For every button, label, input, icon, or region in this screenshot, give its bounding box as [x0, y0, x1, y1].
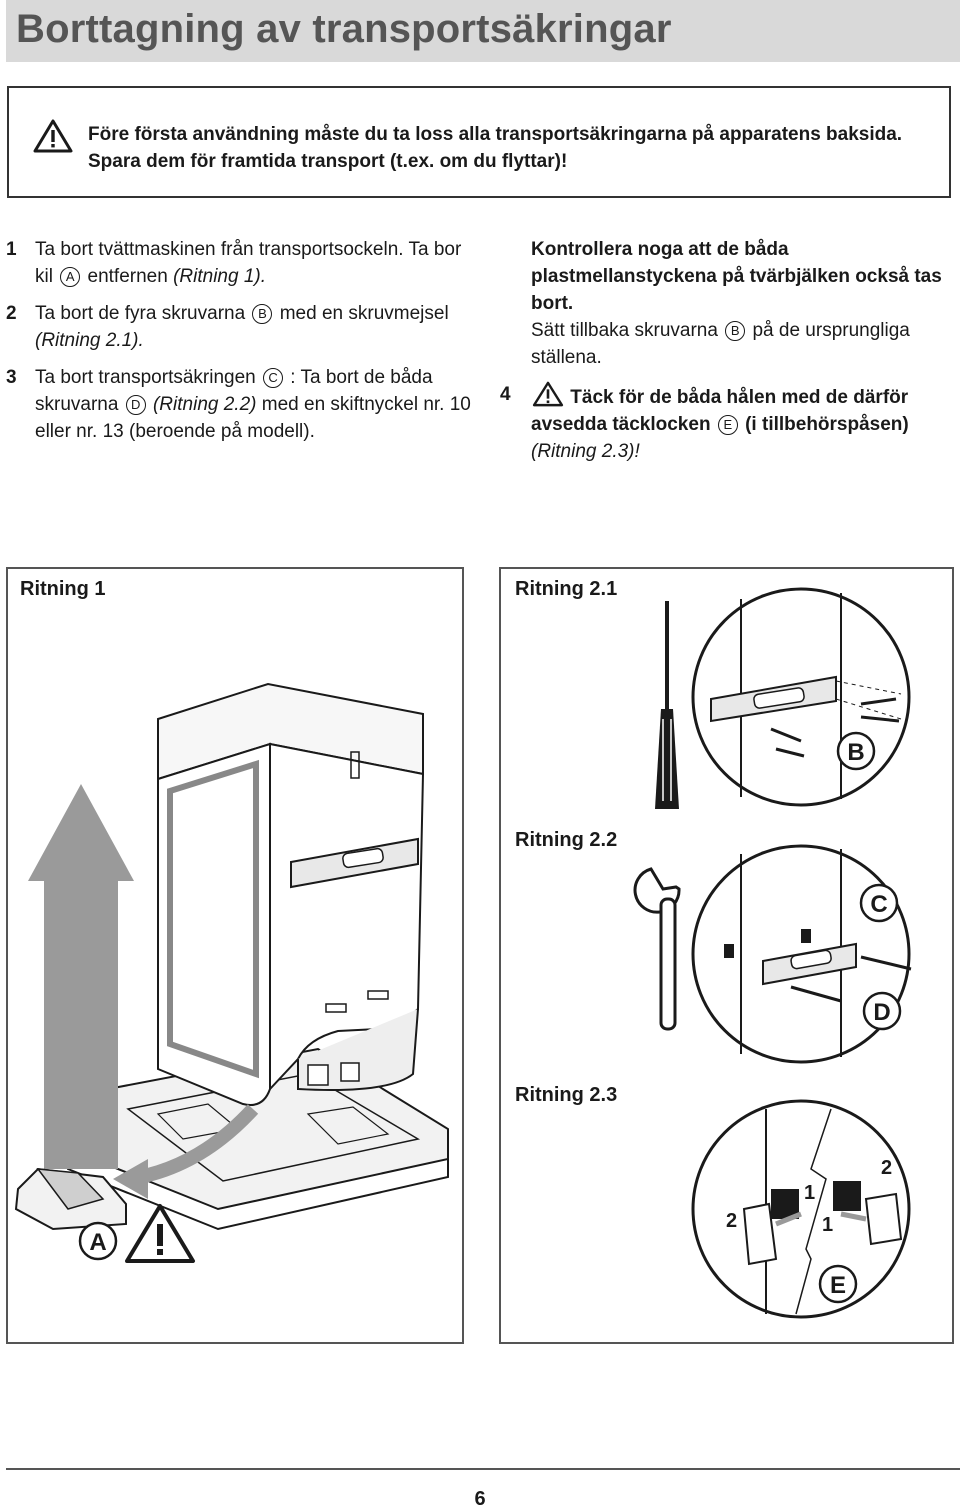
figure-ref: (Ritning 2.3)!: [531, 441, 640, 462]
warning-triangle-icon: [33, 119, 73, 153]
steps-list: 1 Ta bort tvättmaskinen från transportso…: [6, 236, 476, 455]
step-text: med en skruvmejsel: [279, 303, 449, 324]
step-number: 2: [6, 303, 17, 324]
warning-text: Före första användning måste du ta loss …: [88, 124, 903, 172]
figure-ref: (Ritning 2.1).: [35, 330, 144, 351]
step-text: (i tillbehörspåsen): [745, 414, 909, 435]
warning-box: Före första användning måste du ta loss …: [7, 86, 951, 198]
step-4: 4 Täck för de båda hålen med de därför a…: [500, 381, 950, 465]
footer-divider: [6, 1468, 960, 1470]
step-2: 2 Ta bort de fyra skruvarna B med en skr…: [6, 300, 476, 354]
figure-ref: (Ritning 1).: [173, 266, 267, 287]
page-number: 6: [474, 1488, 486, 1510]
marker-a: A: [60, 267, 81, 287]
step-text: Ta bort tvättmaskinen från transportsock…: [35, 239, 462, 287]
figure-label: Ritning 2.3: [515, 1084, 618, 1106]
figure-number: 1: [804, 1182, 815, 1204]
figure-marker: E: [830, 1272, 846, 1299]
step-text: Ta bort transportsäkringen: [35, 367, 256, 388]
washing-machine-illustration: A: [14, 682, 449, 1263]
marker-c: C: [263, 368, 284, 388]
marker-b: B: [252, 304, 273, 324]
step-text: med en skiftnyckel nr. 10 eller nr. 13 (…: [35, 394, 471, 442]
reinsert-note: Sätt tillbaka skruvarna B på de ursprung…: [531, 317, 950, 371]
figure-number: 2: [726, 1210, 737, 1232]
marker-d: D: [125, 395, 146, 415]
reinsert-text: Sätt tillbaka skruvarna: [531, 320, 718, 341]
mounting-detail-illustrations: B C D 1 1 2 2 E: [633, 587, 912, 1319]
step-3: 3 Ta bort transportsäkringen C : Ta bort…: [6, 364, 476, 445]
step-text: entfernen: [87, 266, 168, 287]
figure-label: Ritning 2.2: [515, 829, 618, 851]
page-title: Borttagning av transportsäkringar: [16, 7, 672, 51]
check-note: Kontrollera noga att de båda plastmellan…: [531, 239, 942, 314]
title-bar: Borttagning av transportsäkringar: [6, 0, 960, 62]
figure-marker: D: [873, 999, 890, 1026]
figure-label: Ritning 2.1: [515, 578, 618, 600]
step-number: 1: [6, 239, 17, 260]
marker-b: B: [725, 321, 746, 341]
step-number: 3: [6, 367, 17, 388]
figure-marker: B: [847, 739, 864, 766]
figure-2: Ritning 2.1 Ritning 2.2 Ritning 2.3 B C …: [499, 567, 954, 1344]
figure-number: 2: [881, 1157, 892, 1179]
warning-triangle-icon: [532, 381, 564, 407]
right-column: Kontrollera noga att de båda plastmellan…: [500, 236, 950, 465]
figure-marker: C: [870, 891, 887, 918]
step-text: Ta bort de fyra skruvarna: [35, 303, 246, 324]
reinsert-text: på de ursprungliga ställena.: [531, 320, 910, 368]
figure-marker: A: [89, 1229, 106, 1256]
step-text: : Ta bort de båda skruvarna: [35, 367, 433, 415]
figure-ref: (Ritning 2.2): [152, 394, 257, 415]
figure-label: Ritning 1: [20, 578, 106, 600]
figure-number: 1: [822, 1214, 833, 1236]
step-number: 4: [500, 384, 511, 405]
marker-e: E: [717, 415, 738, 435]
figure-1: Ritning 1 A: [6, 567, 464, 1344]
step-1: 1 Ta bort tvättmaskinen från transportso…: [6, 236, 476, 290]
step-text: Täck för de båda hålen med de därför avs…: [531, 387, 909, 435]
